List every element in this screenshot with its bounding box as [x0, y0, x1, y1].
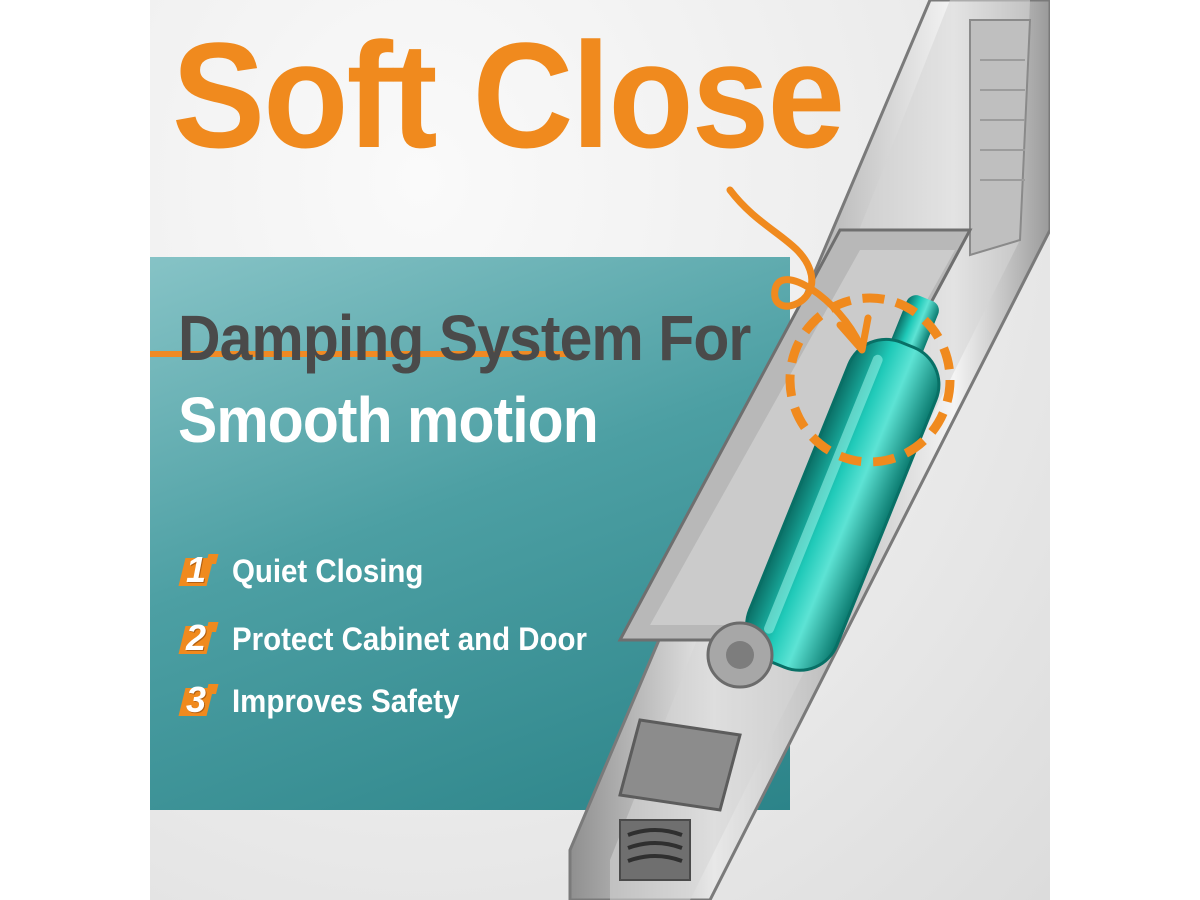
feature-item: 2 Protect Cabinet and Door — [178, 617, 618, 661]
product-photo: Soft Close Damping System For Smooth mot… — [150, 0, 1050, 900]
feature-label: Quiet Closing — [232, 552, 424, 589]
damper-cylinder — [745, 295, 941, 672]
dashed-circle-icon — [785, 293, 955, 467]
headline-line-2: Smooth motion — [178, 384, 599, 456]
number-badge: 3 — [178, 679, 220, 720]
feature-label: Protect Cabinet and Door — [232, 620, 587, 657]
hinge-illustration — [568, 0, 1050, 900]
mounting-bolt — [706, 621, 774, 689]
feature-label: Improves Safety — [232, 682, 460, 719]
page-title: Soft Close — [172, 11, 845, 179]
feature-item: 1 Quiet Closing — [178, 549, 440, 593]
number-badge: 1 — [178, 549, 220, 590]
orange-divider-line — [150, 351, 570, 357]
number-badge: 2 — [178, 617, 220, 658]
feature-number: 1 — [186, 549, 207, 590]
spring-block — [618, 718, 742, 881]
feature-number: 3 — [186, 679, 207, 720]
headline-line-1: Damping System For — [178, 302, 751, 374]
curved-arrow-icon — [726, 186, 872, 354]
feature-number: 2 — [186, 617, 207, 658]
feature-item: 3 Improves Safety — [178, 679, 479, 723]
